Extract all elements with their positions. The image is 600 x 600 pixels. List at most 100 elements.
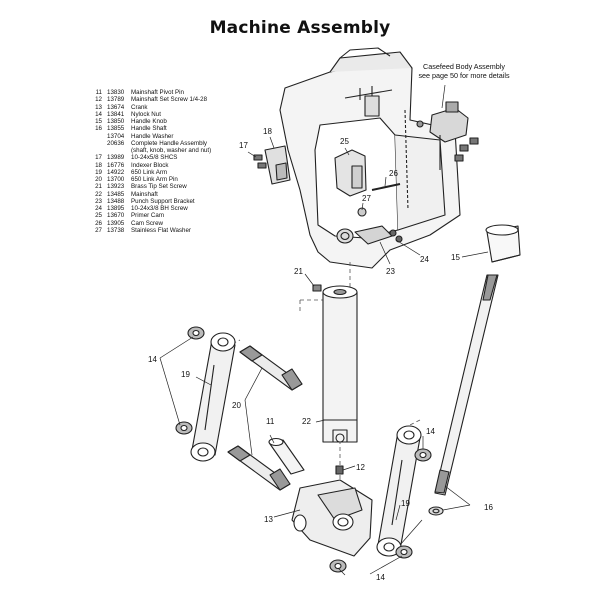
part-description: Mainshaft [131, 190, 158, 198]
nylock-nut-bottom-left [175, 421, 193, 435]
part-description: Handle Knob [131, 118, 167, 125]
callout-15: 15 [451, 253, 460, 262]
brass-tip-set-screw [312, 284, 322, 292]
casefeed-note: Casefeed Body Assembly see page 50 for m… [404, 62, 524, 80]
part-number-index: 11 [95, 89, 102, 96]
part-catalog-number: 14922 [107, 168, 125, 176]
callout-21: 21 [294, 267, 303, 276]
part-number-index: 17 [95, 154, 102, 162]
part-row: 17 13989 10-24x5/8 SHCS [90, 154, 211, 161]
callout-14-right: 14 [426, 427, 435, 436]
part-description: 10-24x5/8 SHCS [131, 154, 178, 162]
callout-25: 25 [340, 137, 349, 146]
part-number-index: 23 [95, 197, 102, 205]
callout-11: 11 [266, 417, 275, 426]
part-number-index: 18 [95, 161, 102, 169]
part-number-index: 14 [95, 110, 102, 118]
note-line-1: Casefeed Body Assembly [423, 62, 505, 71]
callout-labels: 11 12 13 14 14 14 15 16 17 18 19 19 20 2… [148, 127, 493, 582]
part-catalog-number: 13850 [107, 118, 125, 125]
part-row: 13704 Handle Washer [90, 133, 211, 140]
part-description: Punch Support Bracket [131, 197, 195, 205]
part-row: 19 14922 650 Link Arm [90, 169, 211, 176]
part-catalog-number: 13700 [107, 176, 125, 183]
nylock-nut-top-left [187, 326, 205, 340]
part-catalog-number: 13704 [107, 132, 125, 140]
part-description: Nylock Nut [131, 110, 161, 118]
callout-14-bottom: 14 [376, 573, 385, 582]
page-title: Machine Assembly [209, 18, 391, 38]
indexer-screws [253, 154, 267, 169]
callout-19-right: 19 [401, 499, 410, 508]
part-row: 13 13674 Crank [90, 104, 211, 111]
part-number-index: 15 [95, 118, 102, 125]
part-number-index: 13 [95, 103, 102, 111]
part-row: 14 13841 Nylock Nut [90, 111, 211, 118]
callout-13: 13 [264, 515, 273, 524]
indexer-block [264, 145, 291, 185]
part-description: Indexer Block [131, 161, 169, 169]
handle-knob [485, 224, 521, 263]
alignment-lines [219, 262, 421, 480]
mainshaft-set-screw [335, 465, 344, 475]
part-catalog-number: 13738 [107, 226, 125, 234]
part-description: Handle Washer [131, 132, 174, 140]
part-catalog-number: 13989 [107, 154, 125, 162]
part-description: Crank [131, 103, 148, 111]
punch-support-bracket [354, 225, 403, 245]
callout-18: 18 [263, 127, 272, 136]
link-arm-pin-lower [227, 445, 291, 491]
part-catalog-number: 13488 [107, 197, 125, 205]
part-catalog-number: 13830 [107, 89, 125, 96]
callout-20: 20 [232, 401, 241, 410]
part-catalog-number: 13895 [107, 205, 125, 212]
part-description: 650 Link Arm [131, 168, 168, 176]
part-number-index: 27 [95, 226, 102, 234]
part-catalog-number: 13674 [107, 103, 125, 111]
callout-27: 27 [362, 194, 371, 203]
part-catalog-number: 13923 [107, 183, 125, 191]
part-catalog-number: 13485 [107, 190, 125, 198]
part-description: Cam Screw [131, 219, 163, 227]
part-number-index: 19 [95, 168, 102, 176]
nylock-nut-right [414, 448, 432, 462]
part-catalog-number: 13905 [107, 219, 125, 227]
part-description: Brass Tip Set Screw [131, 183, 187, 191]
part-number-index: 25 [95, 212, 102, 220]
part-description: (shaft, knob, washer and nut) [131, 147, 212, 154]
part-number-index: 24 [95, 205, 102, 212]
part-catalog-number: 13841 [107, 110, 125, 118]
part-description: Handle Shaft [131, 125, 167, 133]
part-number-index: 16 [95, 125, 102, 133]
part-description: Primer Cam [131, 212, 165, 220]
part-number-index: 12 [95, 96, 102, 104]
callout-23: 23 [386, 267, 395, 276]
callout-17: 17 [239, 141, 248, 150]
part-row: 23 13488 Punch Support Bracket [90, 198, 211, 205]
nylock-nut-bottom-right [395, 545, 413, 559]
mainshaft-pivot-pin [268, 437, 305, 475]
link-arm-right [376, 425, 422, 557]
callout-22: 22 [302, 417, 311, 426]
part-number-index: 22 [95, 190, 102, 198]
part-description: Complete Handle Assembly [131, 139, 208, 147]
part-number-index: 20 [95, 176, 102, 183]
crank [291, 479, 373, 557]
part-catalog-number: 13670 [107, 212, 125, 220]
callout-19-left: 19 [181, 370, 190, 379]
casefeed-body [416, 101, 479, 170]
part-row: (shaft, knob, washer and nut) [90, 147, 211, 154]
primer-cam [334, 149, 367, 197]
nylock-nut-bottom [329, 559, 347, 573]
part-description: 10-24x3/8 BH Screw [131, 205, 188, 212]
callout-12: 12 [356, 463, 365, 472]
part-row: 24 13895 10-24x3/8 BH Screw [90, 205, 211, 212]
